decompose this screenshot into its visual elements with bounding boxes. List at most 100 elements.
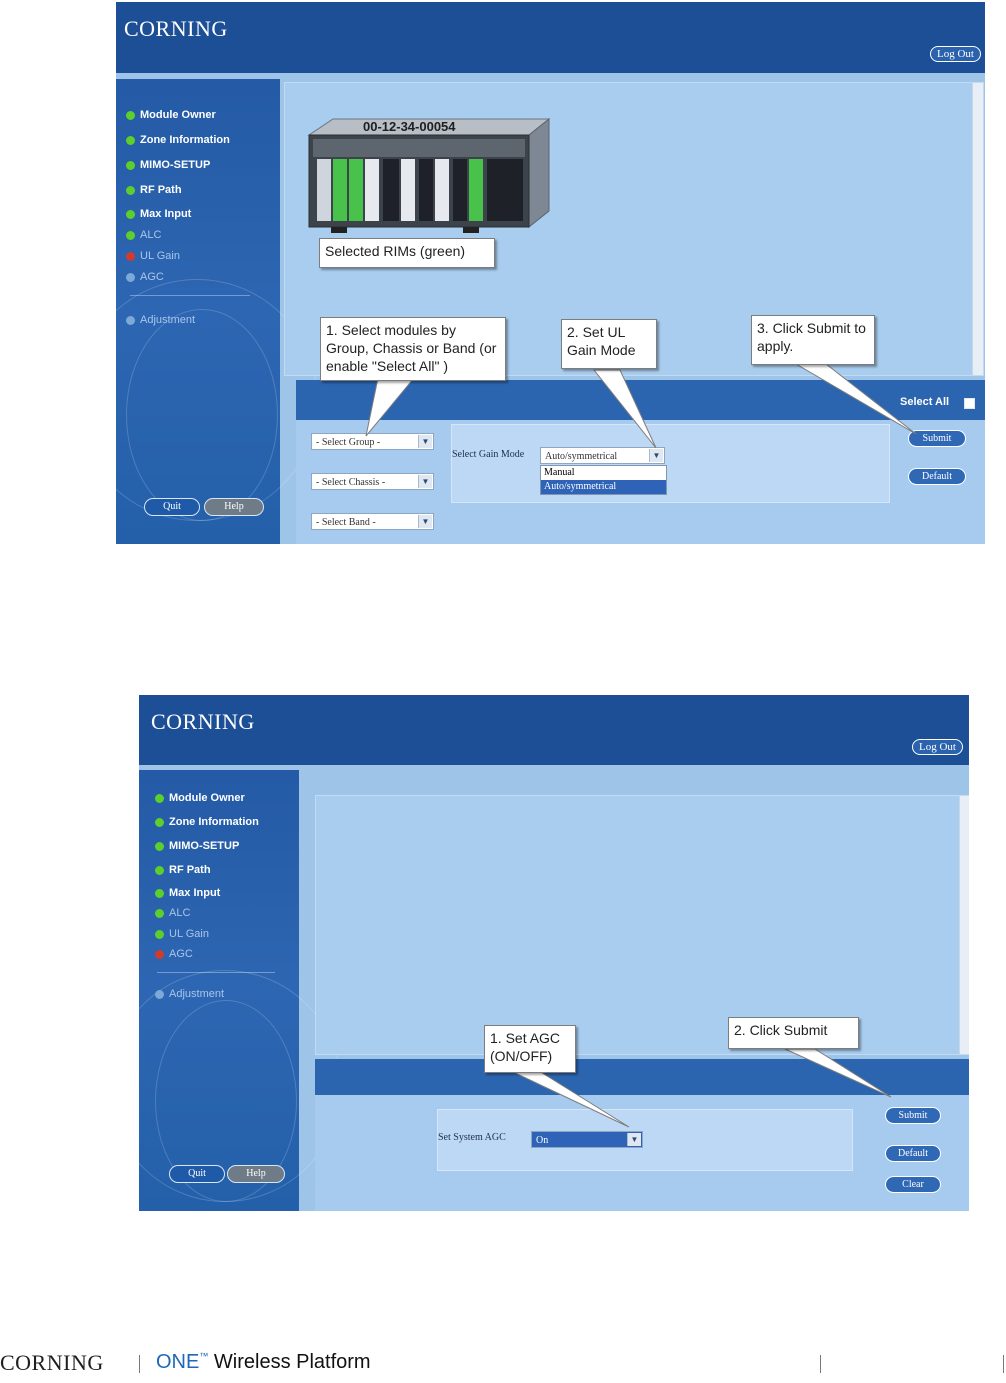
nav-adjustment[interactable]: Adjustment xyxy=(155,988,224,1000)
nav-rf-path[interactable]: RF Path xyxy=(126,184,182,196)
submit-button[interactable]: Submit xyxy=(885,1107,941,1124)
nav-agc[interactable]: AGC xyxy=(126,271,164,283)
faint-dot-icon xyxy=(126,315,135,325)
chevron-down-icon: ▼ xyxy=(649,449,663,462)
help-button[interactable]: Help xyxy=(227,1165,285,1183)
slot xyxy=(487,159,523,221)
chevron-down-icon: ▼ xyxy=(627,1133,641,1146)
nav-ul-gain[interactable]: UL Gain xyxy=(155,928,209,940)
clear-button[interactable]: Clear xyxy=(885,1176,941,1193)
nav-separator xyxy=(130,295,250,296)
nav-alc[interactable]: ALC xyxy=(126,229,161,241)
footer-divider xyxy=(1003,1355,1004,1373)
faint-dot-icon xyxy=(155,989,164,999)
nav-label: MIMO-SETUP xyxy=(169,840,240,852)
nav-label: Module Owner xyxy=(140,109,216,121)
screenshot-ul-gain: CORNING Log Out Module Owner Zone Inform… xyxy=(116,2,985,544)
nav-label: UL Gain xyxy=(169,928,209,940)
rim-slot-green xyxy=(333,159,347,221)
nav-label: AGC xyxy=(169,948,193,960)
scrollbar[interactable] xyxy=(972,83,983,375)
green-dot-icon xyxy=(155,888,164,898)
red-dot-icon xyxy=(155,949,164,959)
chassis-foot xyxy=(463,227,479,233)
nav-label: Zone Information xyxy=(140,134,230,146)
green-dot-icon xyxy=(155,817,164,827)
green-dot-icon xyxy=(155,929,164,939)
green-dot-icon xyxy=(126,135,135,145)
rim-slot-green xyxy=(469,159,483,221)
chevron-down-icon: ▼ xyxy=(418,435,432,448)
slot xyxy=(383,159,399,221)
gain-mode-box: Select Gain Mode xyxy=(451,424,890,503)
nav-max-input[interactable]: Max Input xyxy=(126,208,191,220)
green-dot-icon xyxy=(126,160,135,170)
nav-separator xyxy=(157,972,275,973)
nav-alc[interactable]: ALC xyxy=(155,907,190,919)
select-group-dropdown[interactable]: - Select Group -▼ xyxy=(311,433,434,450)
agc-box: Set System AGC xyxy=(437,1109,853,1171)
scrollbar[interactable] xyxy=(959,796,969,1054)
chevron-down-icon: ▼ xyxy=(418,475,432,488)
green-dot-icon xyxy=(126,209,135,219)
nav-ul-gain[interactable]: UL Gain xyxy=(126,250,180,262)
quit-button[interactable]: Quit xyxy=(144,498,200,516)
select-all-label: Select All xyxy=(900,396,950,408)
agc-value: On xyxy=(536,1135,549,1146)
nav-max-input[interactable]: Max Input xyxy=(155,887,220,899)
gain-mode-dropdown[interactable]: Auto/symmetrical ▼ xyxy=(540,447,665,464)
nav-label: Max Input xyxy=(140,208,192,220)
nav-label: Adjustment xyxy=(169,988,225,1000)
nav-label: MIMO-SETUP xyxy=(140,159,211,171)
chassis-image xyxy=(307,117,551,233)
nav-label: AGC xyxy=(140,271,164,283)
quit-button[interactable]: Quit xyxy=(169,1165,225,1183)
nav-label: Adjustment xyxy=(140,314,196,326)
options-header-band xyxy=(315,1059,969,1095)
default-button[interactable]: Default xyxy=(908,468,966,485)
nav-agc[interactable]: AGC xyxy=(155,948,193,960)
nav-mimo-setup[interactable]: MIMO-SETUP xyxy=(155,840,239,852)
chassis-id-label: 00-12-34-00054 xyxy=(363,119,456,134)
chassis-side xyxy=(528,117,550,229)
content-area xyxy=(315,795,969,1055)
agc-dropdown[interactable]: On ▼ xyxy=(531,1131,643,1148)
faint-dot-icon xyxy=(126,272,135,282)
nav-module-owner[interactable]: Module Owner xyxy=(126,109,216,121)
default-button[interactable]: Default xyxy=(885,1145,941,1162)
gain-mode-options-list: Manual Auto/symmetrical xyxy=(540,465,667,495)
submit-button[interactable]: Submit xyxy=(908,430,966,447)
select-band-dropdown[interactable]: - Select Band -▼ xyxy=(311,513,434,530)
select-all-checkbox[interactable] xyxy=(964,398,975,409)
slot xyxy=(401,159,415,221)
callout-step2: 2. Set UL Gain Mode xyxy=(561,319,657,369)
app-header: CORNING Log Out xyxy=(139,695,969,765)
callout-step1: 1. Set AGC (ON/OFF) xyxy=(484,1025,576,1073)
nav-label: Module Owner xyxy=(169,792,245,804)
nav-zone-information[interactable]: Zone Information xyxy=(126,134,230,146)
gain-mode-option[interactable]: Manual xyxy=(544,467,575,478)
gain-mode-value: Auto/symmetrical xyxy=(545,451,618,462)
footer-divider xyxy=(820,1355,821,1373)
gain-mode-option-selected[interactable]: Auto/symmetrical xyxy=(541,480,666,494)
green-dot-icon xyxy=(126,185,135,195)
nav-rf-path[interactable]: RF Path xyxy=(155,864,211,876)
select-band-value: - Select Band - xyxy=(316,517,376,528)
globe-decoration xyxy=(155,1000,297,1202)
screenshot-agc: CORNING Log Out Module Owner Zone Inform… xyxy=(139,695,969,1211)
nav-adjustment[interactable]: Adjustment xyxy=(126,314,195,326)
brand-logo: CORNING xyxy=(151,709,255,734)
logout-button[interactable]: Log Out xyxy=(930,46,981,62)
select-chassis-dropdown[interactable]: - Select Chassis -▼ xyxy=(311,473,434,490)
nav-mimo-setup[interactable]: MIMO-SETUP xyxy=(126,159,210,171)
help-button[interactable]: Help xyxy=(204,498,264,516)
footer-divider xyxy=(139,1355,140,1373)
logout-button[interactable]: Log Out xyxy=(912,739,963,755)
nav-module-owner[interactable]: Module Owner xyxy=(155,792,245,804)
green-dot-icon xyxy=(126,230,135,240)
slot xyxy=(435,159,449,221)
nav-label: Max Input xyxy=(169,887,221,899)
gain-mode-label: Select Gain Mode xyxy=(452,449,525,460)
nav-zone-information[interactable]: Zone Information xyxy=(155,816,259,828)
rim-slot-green xyxy=(349,159,363,221)
